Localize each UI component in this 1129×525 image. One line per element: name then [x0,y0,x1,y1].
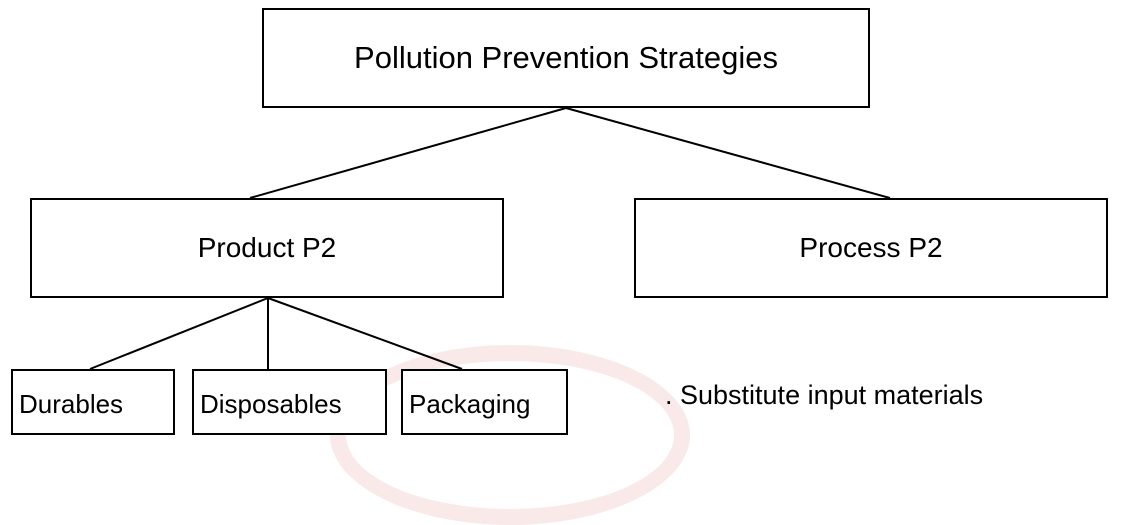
durables-node: Durables [11,369,175,435]
connector-root-to-process [565,107,891,199]
durables-label: Durables [19,389,124,419]
connector-product-to-packaging [267,297,463,370]
connector-product-to-durables [89,297,269,370]
packaging-label: Packaging [409,389,531,419]
process-p2-node: Process P2 [634,198,1108,298]
product-p2-label: Product P2 [197,232,337,263]
connector-lines [89,107,891,370]
process-note-text: . Substitute input materials [665,380,984,410]
product-p2-node: Product P2 [30,198,504,298]
root-node: Pollution Prevention Strategies [262,8,870,108]
root-node-label: Pollution Prevention Strategies [354,40,778,75]
disposables-label: Disposables [200,389,342,419]
packaging-node: Packaging [401,369,568,435]
disposables-node: Disposables [192,369,387,435]
connector-root-to-product [249,107,567,199]
process-p2-label: Process P2 [799,232,943,263]
